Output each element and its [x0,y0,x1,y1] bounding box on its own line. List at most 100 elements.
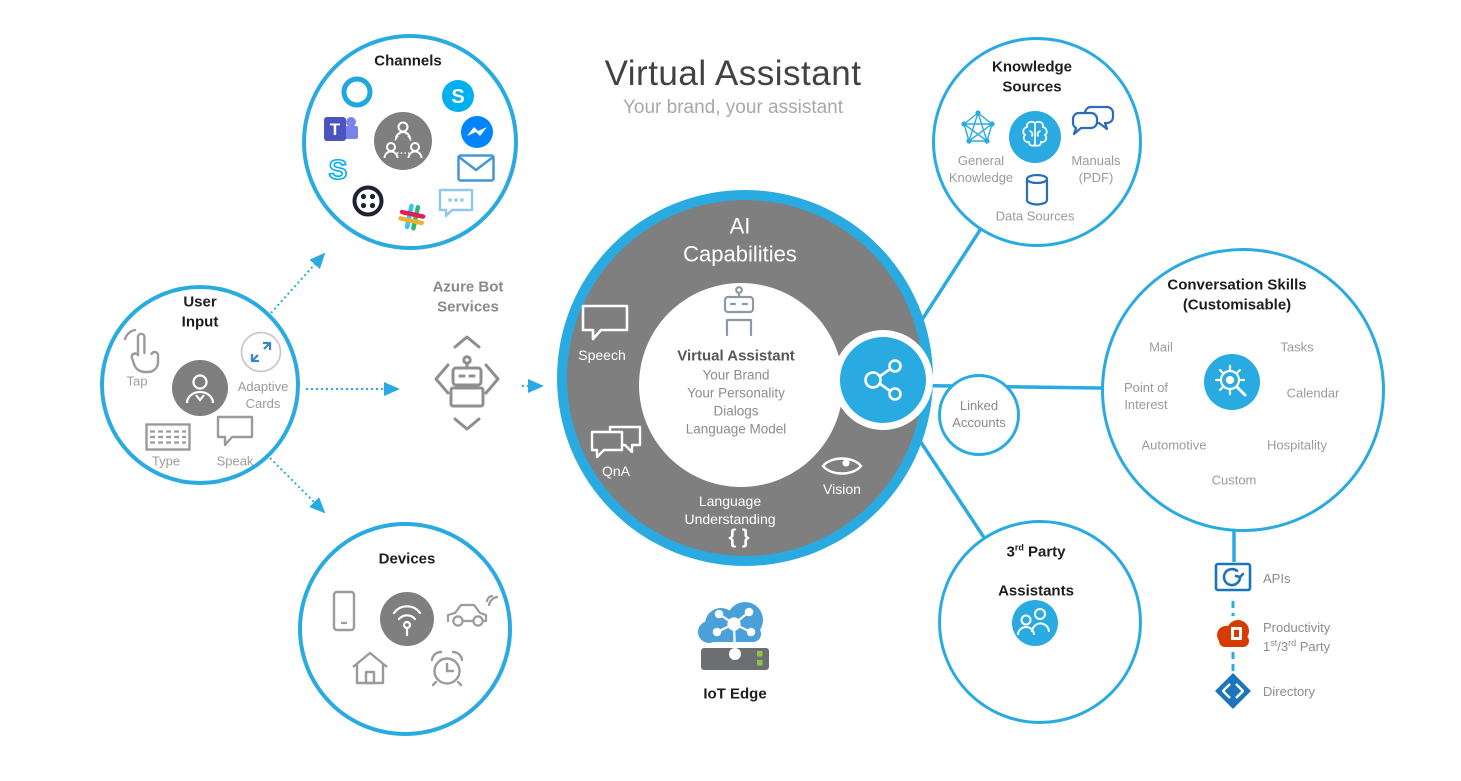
iot-edge-icon [698,602,769,670]
core-line-language-model: Language Model [685,421,787,437]
arrow-user-input-to-devices [269,457,326,514]
user-hub-icon [172,360,228,416]
linked-accounts-circle [938,374,1020,456]
skill-custom: Custom [1211,472,1257,488]
data-sources-label: Data Sources [995,208,1075,224]
prod-num1: 1 [1263,638,1271,654]
conversation-skills-title: Conversation Skills (Customisable) [1167,276,1307,314]
productivity-label: Productivity 1st/3rd Party [1263,619,1330,655]
linked-accounts-label: Linked Accounts [952,397,1006,430]
sms-icon [438,188,474,218]
productivity-sub: 1st/3rd Party [1263,636,1330,655]
devices-title: Devices [378,550,436,568]
speech-icon [581,304,629,341]
qna-label: QnA [601,462,631,479]
core-line-brand: Your Brand [702,367,770,383]
messenger-icon [461,116,493,148]
svg-text:S: S [451,86,464,108]
productivity-icon [1217,620,1249,647]
third-party-people-icon [1012,600,1058,646]
skill-tasks: Tasks [1280,339,1314,355]
skill-hospitality: Hospitality [1267,437,1327,453]
azure-bot-icon [434,335,500,431]
core-title: Virtual Assistant [677,347,795,365]
third-party-num: 3 [1006,543,1015,561]
email-icon [457,154,495,182]
connected-car-icon [446,594,498,627]
chevron-up-icon [453,335,481,349]
alarm-clock-icon [430,650,464,687]
adaptive-cards-label: Adaptive Cards [237,378,289,411]
speak-icon [216,415,254,447]
language-understanding-label: Language Understanding [684,492,776,527]
chevron-down-icon [453,417,481,431]
productivity-title: Productivity [1263,619,1331,635]
slack-icon [398,203,426,231]
channels-title: Channels [374,52,442,70]
braces-icon: { } [728,526,750,549]
share-node [840,337,926,423]
svg-text:S: S [329,154,348,185]
page-title: Virtual Assistant [604,54,862,93]
home-icon [352,651,388,685]
svg-text:T: T [330,120,341,139]
skype-business-icon: S [328,153,348,186]
skype-icon: S [442,80,474,112]
third-party-rest: Party [1023,543,1066,561]
ordinal-superscript: st [1270,637,1278,648]
user-input-title: User Input [181,293,219,331]
skill-mail: Mail [1149,339,1173,355]
ai-capabilities-title: AI Capabilities [683,213,797,267]
share-icon [864,359,902,401]
skill-calendar: Calendar [1286,385,1340,401]
manuals-icon [1071,105,1115,136]
prod-rest: Party [1296,638,1331,654]
azure-bot-title: Azure Bot Services [432,278,504,316]
tap-label: Tap [126,373,148,389]
tap-icon [123,328,160,374]
core-line-personality: Your Personality [687,385,785,401]
directory-label: Directory [1263,684,1316,700]
ordinal-superscript: rd [1288,637,1297,648]
cortana-icon [341,76,373,108]
apis-icon [1214,562,1252,592]
arrow-user-input-to-channels [270,252,326,314]
microsoft-teams-icon: T [324,117,358,141]
keyboard-icon [145,423,191,451]
virtual-assistant-robot-icon [723,286,755,337]
virtual-assistant-core-text: Virtual Assistant Your Brand Your Person… [677,348,795,439]
skill-point-of-interest: Point of Interest [1123,379,1169,412]
chevron-left-icon [434,363,450,395]
prod-num2: /3 [1277,638,1289,654]
skills-gear-icon [1204,354,1260,410]
phone-icon [332,590,356,632]
page-subtitle: Your brand, your assistant [622,97,844,118]
chevron-right-icon [484,363,500,395]
speak-label: Speak [216,453,254,469]
iot-edge-label: IoT Edge [703,685,767,703]
twilio-icon [352,185,384,217]
virtual-assistant-core-circle [639,283,843,487]
knowledge-sources-title: Knowledge Sources [991,58,1073,96]
directory-icon [1215,673,1251,709]
general-knowledge-label: General Knowledge [948,152,1014,185]
brain-hub-icon [1009,111,1061,163]
ordinal-superscript: rd [1014,542,1024,553]
type-label: Type [151,453,181,469]
general-knowledge-icon [961,110,995,144]
third-party-title: 3rd Party Assistants [998,504,1074,621]
core-line-dialogs: Dialogs [713,403,759,419]
apis-label: APIs [1263,571,1291,587]
manuals-label: Manuals (PDF) [1071,152,1121,185]
qna-icon [590,425,642,459]
bot-channels-hub-icon [374,112,432,170]
smart-speaker-hub-icon [380,592,434,646]
skill-automotive: Automotive [1141,437,1207,453]
share-node-ring [833,330,933,430]
speech-label: Speech [578,346,626,363]
vision-label: Vision [823,480,861,497]
third-party-line2: Assistants [998,582,1074,600]
data-sources-icon [1025,173,1049,206]
adaptive-cards-icon [240,331,282,373]
